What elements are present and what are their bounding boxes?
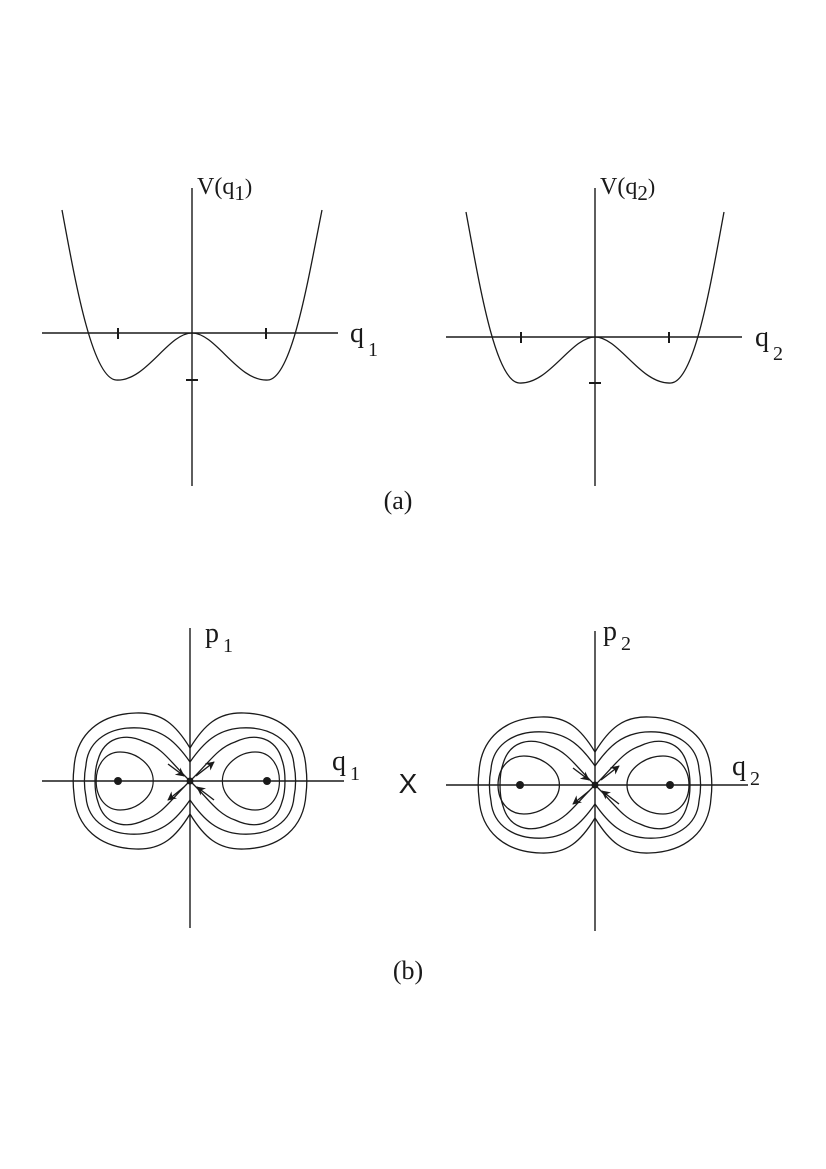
saddle-point	[591, 781, 599, 789]
potential-plot-q2: V(q2) q2	[446, 174, 783, 486]
libration-orbit-left	[95, 751, 154, 811]
stable-arrow-upper-left	[572, 767, 590, 781]
right-equilibrium-point	[666, 781, 674, 789]
orbit-outer-inner	[83, 727, 297, 835]
v-q2-label: V(q2)	[600, 174, 655, 205]
q2-axis-label: q2	[755, 322, 783, 365]
orbit-outermost	[477, 716, 713, 854]
product-symbol: X	[399, 768, 418, 799]
libration-orbit-right	[221, 751, 281, 811]
panel-b-caption: (b)	[393, 956, 423, 985]
libration-orbit-left	[497, 755, 561, 815]
stable-arrow-upper-left	[167, 763, 185, 777]
left-equilibrium-point	[516, 781, 524, 789]
panel-a-caption: (a)	[384, 486, 413, 515]
saddle-point	[186, 777, 194, 785]
orbit-outermost	[72, 712, 308, 850]
right-equilibrium-point	[263, 777, 271, 785]
orbit-outer-inner	[488, 731, 702, 839]
double-well-potential-curve	[61, 209, 323, 381]
v-q1-label: V(q1)	[197, 174, 252, 205]
libration-orbit-right	[626, 755, 690, 815]
left-equilibrium-point	[114, 777, 122, 785]
double-well-potential-curve	[465, 211, 725, 384]
unstable-arrow-lower-left	[572, 790, 590, 805]
stable-arrow-lower-right	[196, 786, 215, 801]
unstable-arrow-upper-right	[600, 765, 620, 781]
potential-plot-q1: V(q1) q1	[42, 174, 378, 486]
unstable-arrow-lower-left	[167, 786, 185, 801]
unstable-arrow-upper-right	[195, 761, 215, 777]
q1-axis-label: q1	[350, 318, 378, 361]
stable-arrow-lower-right	[601, 790, 620, 805]
